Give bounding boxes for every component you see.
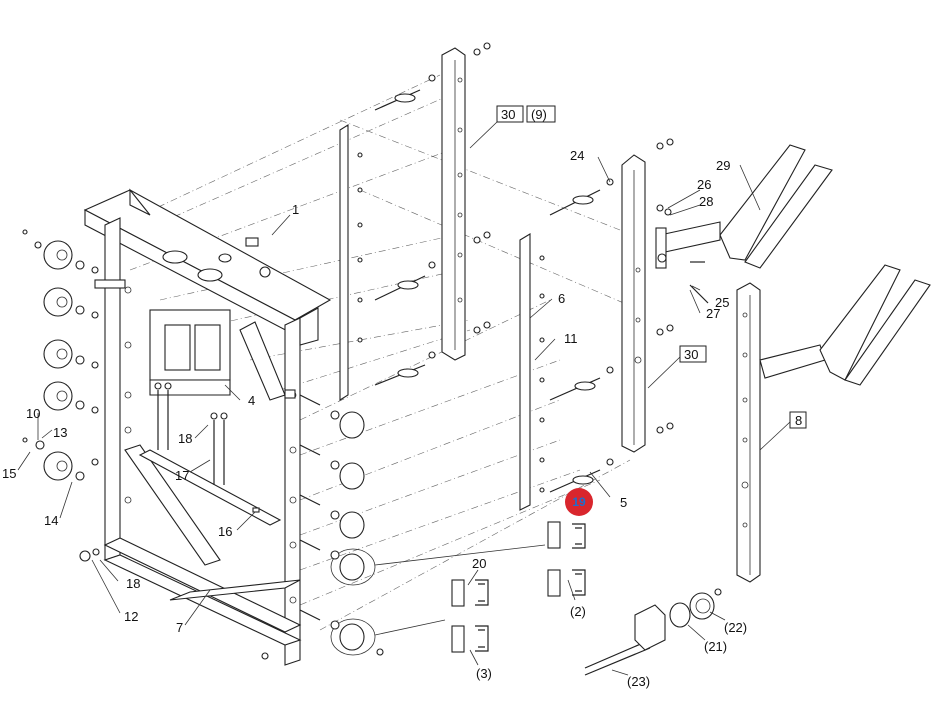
callout-1: 1 [292, 202, 299, 217]
callout-21: (21) [704, 639, 727, 654]
callout-12: 12 [124, 609, 138, 624]
callout-20: 20 [472, 556, 486, 571]
frame-rollers [261, 394, 546, 660]
callout-4: 4 [248, 393, 255, 408]
callout-25: 25 [715, 295, 729, 310]
callout-30-upper: 30 [501, 107, 515, 122]
callout-23: (23) [627, 674, 650, 689]
highlight-marker[interactable] [565, 488, 593, 516]
vertical-bar-8 [736, 264, 931, 583]
left-roller-stack [22, 229, 100, 562]
callout-30-lower: 30 [684, 347, 698, 362]
callout-6: 6 [558, 291, 565, 306]
ref-box-30-upper [496, 105, 524, 123]
ref-box-30-lower [679, 345, 707, 363]
long-bolts [154, 237, 271, 513]
callout-8: 8 [795, 413, 802, 428]
callout-29: 29 [716, 158, 730, 173]
vertical-bar-6 [519, 233, 545, 511]
callout-18-a: 18 [178, 431, 192, 446]
pins [374, 74, 614, 493]
callout-17: 17 [175, 468, 189, 483]
callout-14: 14 [44, 513, 58, 528]
support-bracket-upper [655, 144, 833, 304]
callout-2: (2) [570, 604, 586, 619]
callout-27: 27 [706, 306, 720, 321]
callout-28: 28 [699, 194, 713, 209]
slide-blocks [451, 521, 586, 653]
callout-5: 5 [620, 495, 627, 510]
callout-18-b: 18 [126, 576, 140, 591]
spindle-assembly [584, 588, 722, 676]
callout-19[interactable]: 19 [572, 495, 586, 509]
ref-box-9 [526, 105, 556, 123]
callout-24: 24 [570, 148, 584, 163]
callout-16: 16 [218, 524, 232, 539]
callout-26: 26 [697, 177, 711, 192]
callout-22: (22) [724, 620, 747, 635]
callout-7: 7 [176, 620, 183, 635]
vertical-bar-30-lower [621, 138, 674, 453]
callout-30-upper-paren: (9) [531, 107, 547, 122]
leader-lines [17, 121, 791, 676]
back-plate-left [339, 124, 363, 401]
callout-labels: 1 4 5 6 7 8 10 11 12 13 14 15 16 17 18 1… [2, 107, 802, 689]
callout-10: 10 [26, 406, 40, 421]
vertical-bar-30-upper [441, 42, 491, 361]
ref-box-8 [789, 411, 807, 429]
callout-3: (3) [476, 666, 492, 681]
callout-15: 15 [2, 466, 16, 481]
main-frame [83, 188, 332, 666]
callout-11: 11 [564, 331, 578, 346]
callout-13: 13 [53, 425, 67, 440]
